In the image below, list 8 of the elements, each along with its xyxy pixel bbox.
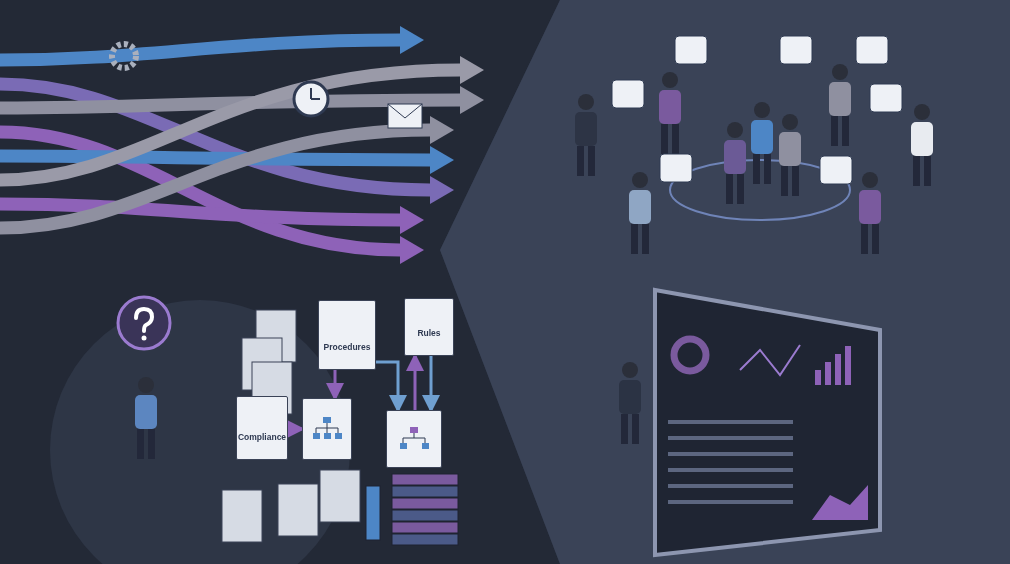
compliance-document [236,396,288,460]
org-chart-document [302,398,352,460]
document-title: Compliance [237,432,287,442]
flowchart-document [386,410,442,468]
procedures-document [318,300,376,370]
document-title: Rules [417,328,441,338]
document-title: Procedures [323,342,371,352]
rules-document [404,298,454,356]
